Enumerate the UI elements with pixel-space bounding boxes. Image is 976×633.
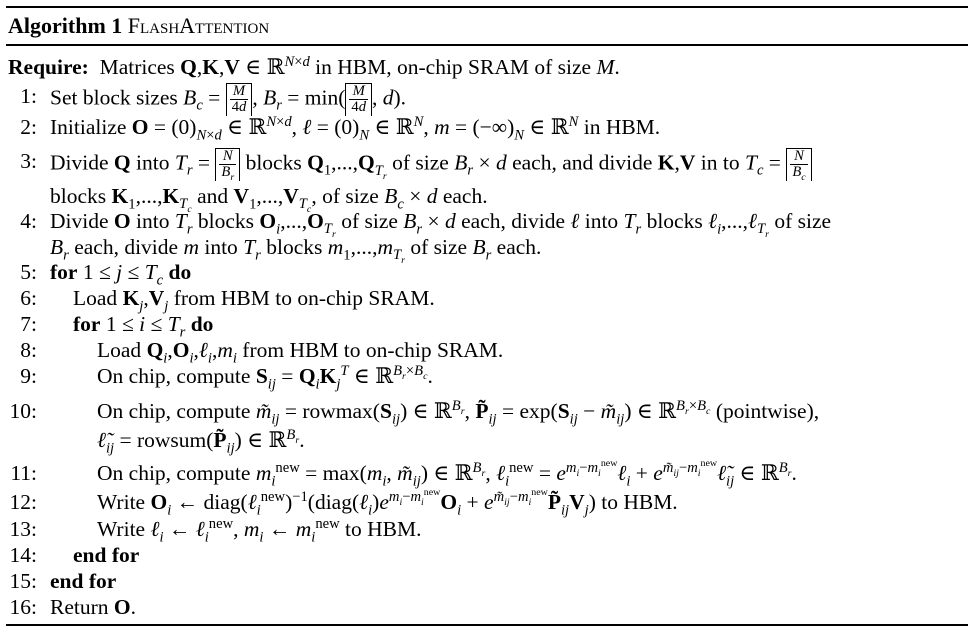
line-text: Write Oi ← diag(ℓinew)−1(diag(ℓi)emi−min… <box>97 486 678 519</box>
line-number: 10: <box>9 399 37 423</box>
algo-line-3-continued: blocks K1,...,KTc and V1,...,VTc, of siz… <box>50 184 488 216</box>
require-text: Matrices Q,K,V ∈ ℝN×d in HBM, on-chip SR… <box>99 53 620 79</box>
line-number: 15: <box>9 569 37 593</box>
algo-line-10-continued: ℓ̃ij = rowsum(P̃ij) ∈ ℝBr. <box>97 426 305 457</box>
line-number: 14: <box>9 543 37 567</box>
line-number: 7: <box>20 312 37 336</box>
line-number: 13: <box>9 517 37 541</box>
line-number: 3: <box>20 149 37 173</box>
line-number: 12: <box>9 490 37 514</box>
line-text: Return O. <box>50 595 137 619</box>
require-label: Require: <box>8 55 89 79</box>
bottom-rule <box>6 624 968 626</box>
line-text: On chip, compute m̃ij = rowmax(Sij) ∈ ℝB… <box>97 397 820 428</box>
line-number: 2: <box>20 115 37 139</box>
line-text: Load Qi,Oi,ℓi,mi from HBM to on-chip SRA… <box>97 338 504 367</box>
line-text: for 1 ≤ i ≤ Tr do <box>73 312 214 341</box>
line-text: end for <box>73 543 140 567</box>
line-number: 6: <box>20 286 37 310</box>
line-text: Initialize O = (0)N×d ∈ ℝN×d, ℓ = (0)N ∈… <box>50 113 661 144</box>
line-number: 1: <box>20 84 37 108</box>
top-rule <box>6 6 968 8</box>
algorithm-name: FlashAttention <box>127 13 270 38</box>
title-rule <box>6 44 968 46</box>
line-text: On chip, compute Sij = QiKjT ∈ ℝBr×Bc. <box>97 362 433 393</box>
line-text: end for <box>50 569 117 593</box>
algorithm-label: Algorithm 1 <box>8 13 123 38</box>
line-text: for 1 ≤ j ≤ Tc do <box>50 260 192 289</box>
line-text: Divide O into Tr blocks Oi,...,OTr of si… <box>50 209 832 241</box>
line-number: 4: <box>20 209 37 233</box>
line-number: 9: <box>20 364 37 388</box>
line-text: On chip, compute minew = max(mi, m̃ij) ∈… <box>97 457 797 490</box>
line-number: 8: <box>20 338 37 362</box>
require-line: Require: Matrices Q,K,V ∈ ℝN×d in HBM, o… <box>8 54 620 80</box>
line-number: 5: <box>20 260 37 284</box>
line-number: 11: <box>10 461 37 485</box>
line-text: Load Kj,Vj from HBM to on-chip SRAM. <box>73 286 435 315</box>
algorithm-title: Algorithm 1 FlashAttention <box>8 13 269 39</box>
line-text: Write ℓi ← ℓinew, mi ← minew to HBM. <box>97 515 422 546</box>
algo-line-4-continued: Br each, divide m into Tr blocks m1,...,… <box>50 235 542 267</box>
line-number: 16: <box>9 595 37 619</box>
